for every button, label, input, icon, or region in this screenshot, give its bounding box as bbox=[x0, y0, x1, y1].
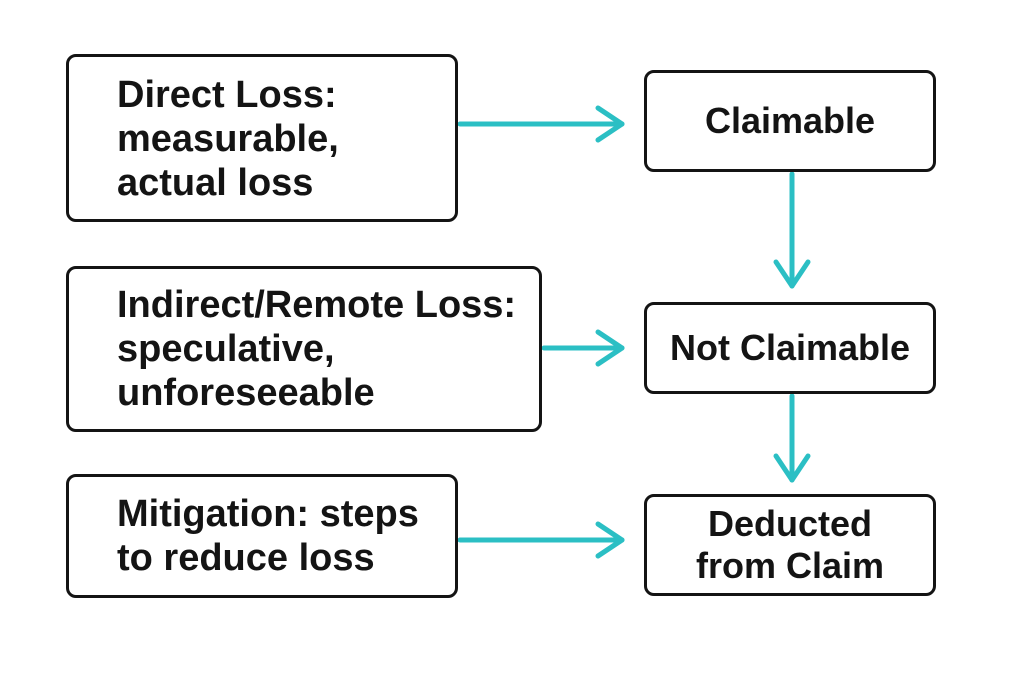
node-direct-loss-label: Direct Loss: measurable, actual loss bbox=[117, 74, 339, 204]
arrow-indirect-to-not-claimable bbox=[541, 329, 625, 367]
node-claimable: Claimable bbox=[644, 70, 936, 172]
node-deducted-from-claim: Deducted from Claim bbox=[644, 494, 936, 596]
arrow-direct-to-claimable bbox=[457, 105, 625, 143]
node-mitigation: Mitigation: steps to reduce loss bbox=[66, 474, 458, 598]
node-claimable-label: Claimable bbox=[704, 100, 876, 141]
node-not-claimable: Not Claimable bbox=[644, 302, 936, 394]
arrow-claimable-to-not-claimable bbox=[773, 171, 811, 289]
node-not-claimable-label: Not Claimable bbox=[669, 327, 911, 368]
node-mitigation-label: Mitigation: steps to reduce loss bbox=[117, 493, 419, 579]
node-indirect-loss: Indirect/Remote Loss: speculative, unfor… bbox=[66, 266, 542, 432]
arrow-mitigation-to-deducted bbox=[457, 521, 625, 559]
node-deducted-label: Deducted from Claim bbox=[695, 503, 885, 586]
node-direct-loss: Direct Loss: measurable, actual loss bbox=[66, 54, 458, 222]
node-indirect-loss-label: Indirect/Remote Loss: speculative, unfor… bbox=[117, 284, 517, 414]
arrow-not-claimable-to-deducted bbox=[773, 393, 811, 483]
